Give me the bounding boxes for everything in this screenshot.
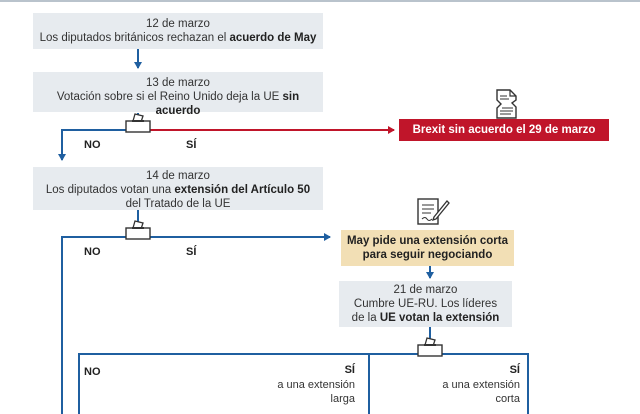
branch-vote1-no — [58, 129, 138, 161]
branch-vote2-no — [61, 236, 138, 414]
torn-document-icon — [496, 89, 517, 119]
branch-label-no: NO — [84, 366, 101, 378]
branch-label-si: SÍ — [186, 246, 197, 258]
step-text: Los diputados británicos rechazan el acu… — [39, 32, 317, 44]
branch-label-no: NO — [84, 246, 101, 258]
step-text: Votación sobre si el Reino Unido deja la… — [56, 91, 300, 117]
step-box-13-marzo: 13 de marzo Votación sobre si el Reino U… — [33, 72, 323, 117]
branch-label-no: NO — [84, 139, 101, 151]
branch-label-si: SÍ — [186, 139, 197, 151]
step-text-line2: del Tratado de la UE — [125, 198, 231, 210]
outcome-no-deal-box: Brexit sin acuerdo el 29 de marzo — [399, 119, 609, 141]
signing-document-icon — [417, 198, 450, 225]
step-text: Los diputados votan una extensión del Ar… — [45, 184, 311, 196]
top-rule — [0, 0, 640, 2]
step-date: 12 de marzo — [146, 18, 210, 30]
branch-vote3-long — [368, 353, 430, 414]
step-box-12-marzo: 12 de marzo Los diputados británicos rec… — [33, 13, 323, 49]
outcome-short-extension-box: May pide una extensión corta para seguir… — [341, 230, 514, 266]
step-date: 21 de marzo — [393, 284, 458, 296]
ballot-box-icon — [417, 337, 443, 357]
branch-label-si-short: SÍ — [509, 364, 520, 376]
branch-sub-short: a una extensión corta — [442, 379, 520, 405]
branch-sub-long: a una extensión larga — [277, 379, 355, 405]
ballot-box-icon — [125, 220, 151, 240]
step-text: Cumbre UE-RU. Los líderes — [353, 298, 498, 310]
step-date: 13 de marzo — [146, 77, 210, 89]
step-date: 14 de marzo — [146, 170, 210, 182]
ballot-box-icon — [125, 113, 151, 133]
step-box-14-marzo: 14 de marzo Los diputados votan una exte… — [33, 167, 323, 210]
branch-vote3-no — [78, 353, 430, 414]
branch-label-si-long: SÍ — [344, 364, 355, 376]
step-text-line2: de la UE votan la extensión — [351, 312, 500, 324]
branch-vote3-short — [430, 353, 529, 414]
step-box-21-marzo: 21 de marzo Cumbre UE-RU. Los líderes de… — [339, 281, 512, 327]
